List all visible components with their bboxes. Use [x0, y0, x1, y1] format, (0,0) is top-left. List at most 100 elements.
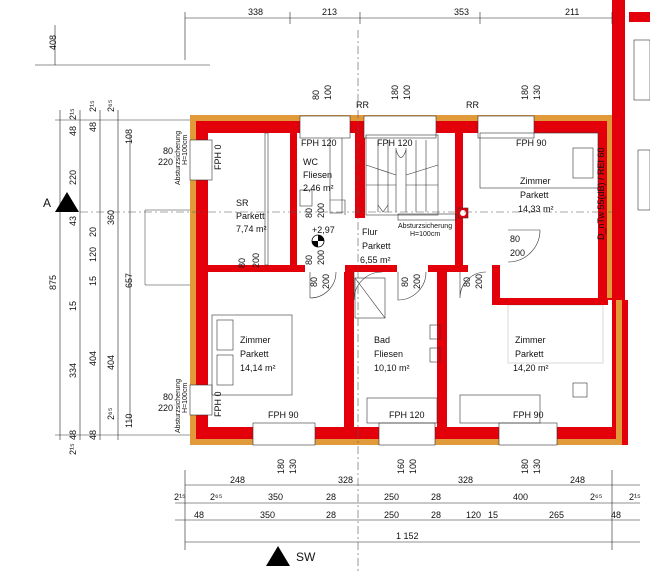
left-dim-15: 15: [68, 301, 78, 311]
room-zimmer-tr-area: 14,33 m²: [518, 204, 554, 214]
room-sr-area: 7,74 m²: [236, 224, 267, 234]
door-200-bad: 200: [412, 274, 422, 289]
door-80-flur: 80: [304, 255, 314, 265]
top-windows: [299, 115, 535, 139]
left3-dim-110: 110: [124, 414, 134, 428]
sill-180-stair: 180: [390, 85, 400, 100]
left-dim-43: 43: [68, 216, 78, 226]
room-sr-name: SR: [236, 198, 249, 208]
left-dim-875: 875: [48, 275, 58, 290]
door-80-bad: 80: [400, 277, 410, 287]
sill-130-bl: 130: [288, 459, 298, 474]
top-dim-3: 353: [454, 7, 469, 17]
fph-zimmer-tr: FPH 90: [516, 138, 547, 148]
room-zimmer-l-floor: Parkett: [240, 349, 269, 359]
top-dimension-lines: [184, 12, 613, 60]
absturz-h-top: H=100cm: [182, 135, 189, 165]
bottom3-28-b: 28: [431, 510, 441, 520]
left-dim-48-top: 48: [68, 126, 78, 136]
sill-80-wc: 80: [311, 90, 321, 100]
fph-bad: FPH 120: [389, 410, 425, 420]
room-zimmer-tr-floor: Parkett: [520, 190, 549, 200]
room-bad-area: 10,10 m²: [374, 363, 410, 373]
room-wc-floor: Fliesen: [303, 170, 332, 180]
left-sill-80-top: 80: [163, 146, 173, 156]
bottom3-28-a: 28: [326, 510, 336, 520]
room-flur-floor: Parkett: [362, 241, 391, 251]
door-80-wc: 80: [304, 208, 314, 218]
bottom3-250: 250: [384, 510, 399, 520]
left2-dim-20: 20: [88, 227, 98, 237]
room-bad-floor: Fliesen: [374, 349, 403, 359]
bottom3-48-left: 48: [194, 510, 204, 520]
orientation-marker-icon: [266, 546, 290, 566]
doors: [309, 199, 541, 301]
bottom2-250: 250: [384, 492, 399, 502]
left3-dim-360: 360: [106, 210, 116, 225]
sill-130-br: 130: [532, 459, 542, 474]
bottom2-28-a: 28: [326, 492, 336, 502]
room-sr-floor: Parkett: [236, 211, 265, 221]
bottom1-248-left: 248: [230, 475, 245, 485]
room-zimmer-r-name: Zimmer: [515, 335, 546, 345]
bottom3-15: 15: [488, 510, 498, 520]
left2-dim-404: 404: [88, 351, 98, 366]
room-zimmer-tr-name: Zimmer: [520, 176, 551, 186]
left2-dim-15: 15: [88, 276, 98, 286]
section-marker-icon: [55, 192, 79, 212]
bottom3-350: 350: [260, 510, 275, 520]
room-flur-area: 6,55 m²: [360, 255, 391, 265]
left-sill-220-bottom: 220: [158, 403, 173, 413]
left-dim-215-top: 2¹⁵: [68, 108, 78, 120]
door-200-tr: 200: [510, 248, 525, 258]
door-80-zl: 80: [309, 277, 319, 287]
absturz-label-top: Absturzsicherung: [175, 131, 182, 185]
absturz-flur-label: Absturzsicherung: [398, 223, 452, 230]
interior-walls: [208, 133, 608, 427]
sill-180-tr: 180: [520, 85, 530, 100]
room-zimmer-l-area: 14,14 m²: [240, 363, 276, 373]
room-flur-name: Flur: [362, 227, 378, 237]
sill-130-tr: 130: [532, 85, 542, 100]
bottom1-328-left: 328: [338, 475, 353, 485]
sill-rr-tr: RR: [466, 100, 479, 110]
staircase: [365, 134, 439, 216]
fph-zimmer-l: FPH 90: [268, 410, 299, 420]
left4-dim-215: 2¹⁵: [88, 100, 98, 112]
room-zimmer-r-area: 14,20 m²: [513, 363, 549, 373]
room-bad-name: Bad: [374, 335, 390, 345]
left3-dim-108: 108: [124, 129, 134, 144]
fph-wc: FPH 120: [301, 138, 337, 148]
wall-rating-label: D_nTw 55(dB) / REI 60: [596, 147, 606, 240]
absturz-h-bottom: H=100cm: [182, 383, 189, 413]
left2-dim-48: 48: [88, 122, 98, 132]
bottom3-120: 120: [466, 510, 481, 520]
bottom3-265: 265: [549, 510, 564, 520]
top-dim-2: 213: [322, 7, 337, 17]
left3-dim-657: 657: [124, 273, 134, 288]
sill-180-br: 180: [520, 459, 530, 474]
door-200-flur: 200: [316, 250, 326, 265]
neighbour-building: [612, 0, 650, 445]
left-dim-220: 220: [68, 170, 78, 185]
furniture: [211, 132, 604, 424]
level-label: +2,97: [312, 225, 335, 235]
bottom2-28-b: 28: [431, 492, 441, 502]
left-windows: [189, 139, 213, 416]
fph-zimmer-r: FPH 90: [513, 410, 544, 420]
sill-rr-stair: RR: [356, 100, 369, 110]
door-80-sr: 80: [237, 258, 247, 268]
bottom2-265-left: 2⁶⁵: [210, 492, 223, 502]
sill-180-bl: 180: [276, 459, 286, 474]
door-80-zr: 80: [462, 277, 472, 287]
left-dim-48-bottom: 48: [68, 430, 78, 440]
left3-dim-265-top: 2⁶⁵: [106, 99, 116, 112]
bottom2-265-right: 2⁶⁵: [590, 492, 603, 502]
door-200-zl: 200: [321, 274, 331, 289]
sill-100-bad: 100: [408, 459, 418, 474]
left-dim-334: 334: [68, 363, 78, 378]
bottom-total: 1 152: [396, 531, 419, 541]
interior-floor: [208, 133, 606, 427]
